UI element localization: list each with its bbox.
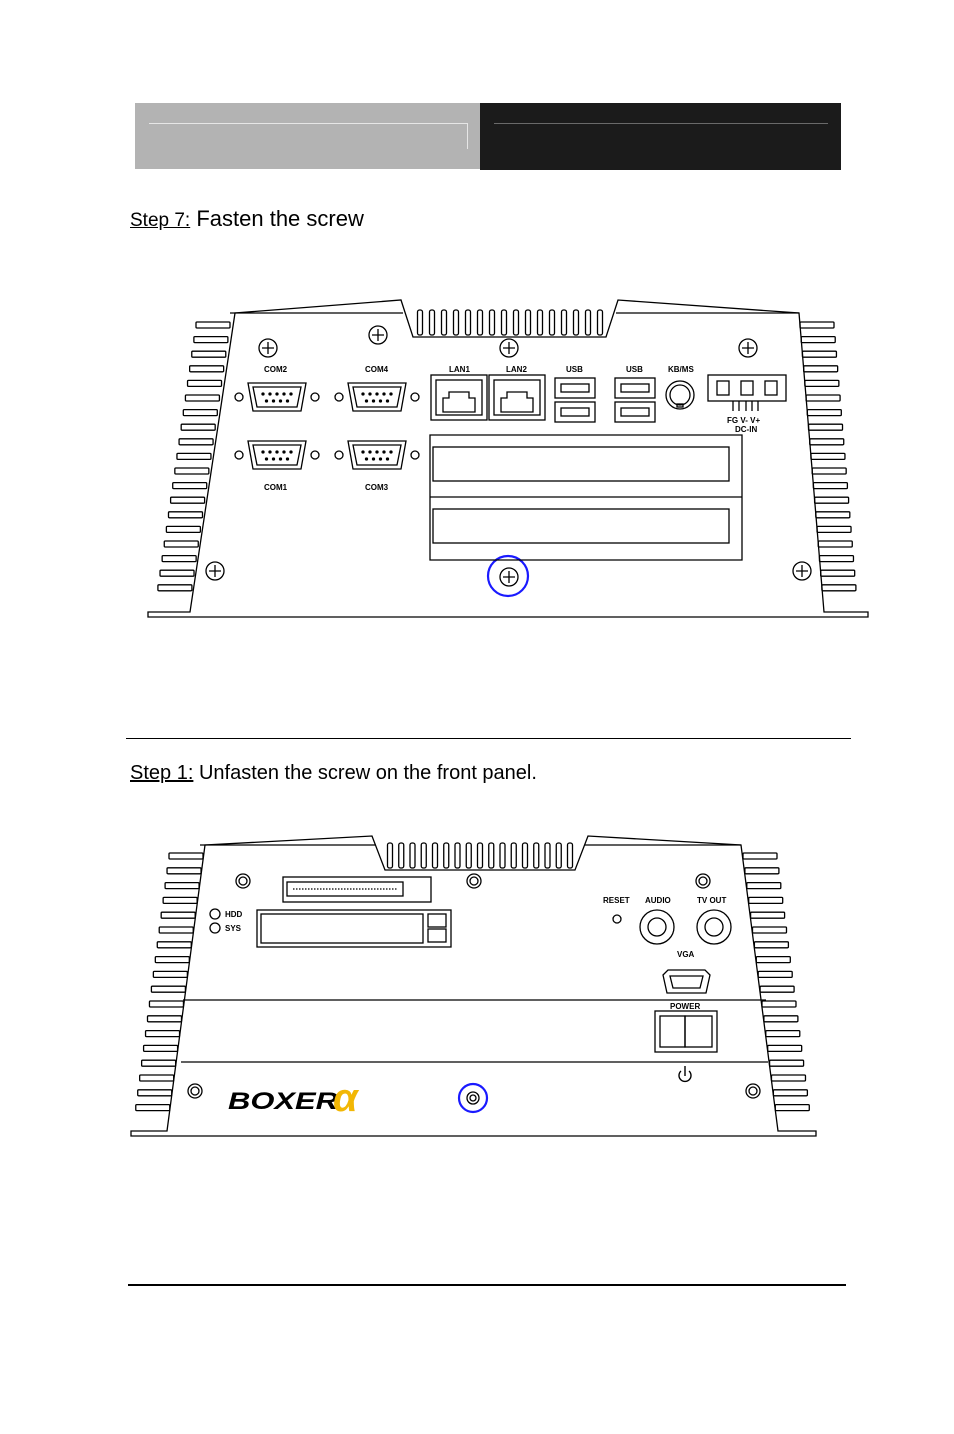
audio-port bbox=[639, 909, 675, 945]
usb-label: USB bbox=[626, 365, 643, 374]
hdd-led bbox=[209, 908, 221, 920]
power-label: POWER bbox=[670, 1002, 700, 1011]
screw-icon bbox=[258, 338, 278, 358]
ps2-port bbox=[665, 380, 695, 410]
ide-connector bbox=[282, 876, 432, 903]
rear-top-fins bbox=[416, 309, 604, 336]
usb-port bbox=[554, 377, 596, 423]
boxer-logo-text: BOXER bbox=[228, 1088, 339, 1115]
com3-label: COM3 bbox=[365, 483, 389, 492]
step-1-text: Unfasten the screw on the front panel. bbox=[193, 762, 537, 784]
hdd-label: HDD bbox=[225, 910, 243, 919]
com4-label: COM4 bbox=[365, 365, 389, 374]
sys-label: SYS bbox=[225, 924, 242, 933]
header-right-bar bbox=[480, 103, 841, 170]
boxer-logo-alpha: α bbox=[333, 1076, 360, 1120]
dcin-label: DC-IN bbox=[735, 425, 757, 434]
tv-out-port bbox=[696, 909, 732, 945]
step-1-label: Step 1: bbox=[130, 762, 194, 784]
usb-port bbox=[614, 377, 656, 423]
lan-port bbox=[430, 374, 488, 421]
boxer-logo: BOXER α bbox=[228, 1076, 360, 1120]
usb-label: USB bbox=[566, 365, 583, 374]
screw-icon bbox=[792, 561, 812, 581]
screw-icon bbox=[745, 1083, 761, 1099]
screw-icon bbox=[235, 873, 251, 889]
com1-label: COM1 bbox=[264, 483, 288, 492]
screw-icon bbox=[695, 873, 711, 889]
target-screw-icon bbox=[466, 1091, 480, 1105]
step-7-caption: Step 7: Fasten the screw bbox=[130, 206, 364, 232]
screw-icon bbox=[368, 325, 388, 345]
step-7-text: Fasten the screw bbox=[190, 206, 364, 231]
reset-label: RESET bbox=[603, 896, 630, 905]
power-icon bbox=[678, 1066, 692, 1083]
front-panel-diagram: HDD SYS RESET AUDIO TV OUT VGA POWER BOX… bbox=[130, 835, 817, 1137]
kbms-label: KB/MS bbox=[668, 365, 694, 374]
screw-icon bbox=[187, 1083, 203, 1099]
footer-rule bbox=[128, 1284, 846, 1286]
power-pins-label: FG V- V+ bbox=[727, 416, 760, 425]
sys-led bbox=[209, 922, 221, 934]
screw-icon bbox=[499, 338, 519, 358]
dc-in-connector bbox=[707, 374, 787, 411]
front-chassis bbox=[130, 835, 817, 1137]
com2-label: COM2 bbox=[264, 365, 288, 374]
lan-port bbox=[488, 374, 546, 421]
section-divider bbox=[126, 738, 851, 739]
target-screw-highlight bbox=[457, 1082, 489, 1114]
audio-label: AUDIO bbox=[645, 896, 671, 905]
expansion-slots bbox=[429, 434, 743, 561]
lan1-label: LAN1 bbox=[449, 365, 470, 374]
reset-button-hole bbox=[612, 914, 622, 924]
screw-icon bbox=[205, 561, 225, 581]
rear-panel-diagram: COM2 COM4 COM1 COM3 LAN1 LAN2 USB USB KB… bbox=[147, 299, 869, 618]
vga-port bbox=[662, 969, 711, 994]
rear-heatsink-fins bbox=[157, 321, 857, 592]
step-7-label: Step 7: bbox=[130, 210, 191, 231]
target-screw-highlight bbox=[486, 554, 530, 598]
header-left-bar bbox=[135, 103, 480, 169]
target-screw-icon bbox=[499, 567, 519, 587]
lan2-label: LAN2 bbox=[506, 365, 527, 374]
screw-icon bbox=[738, 338, 758, 358]
cf-card-slot bbox=[256, 909, 452, 948]
step-1-caption: Step 1: Unfasten the screw on the front … bbox=[130, 762, 537, 785]
tvout-label: TV OUT bbox=[697, 896, 726, 905]
power-switch bbox=[654, 1010, 718, 1053]
vga-label: VGA bbox=[677, 950, 695, 959]
screw-icon bbox=[466, 873, 482, 889]
front-heatsink-fins bbox=[135, 852, 810, 1112]
front-top-fins bbox=[386, 842, 574, 869]
rear-chassis bbox=[147, 299, 869, 618]
com-port bbox=[234, 382, 420, 470]
